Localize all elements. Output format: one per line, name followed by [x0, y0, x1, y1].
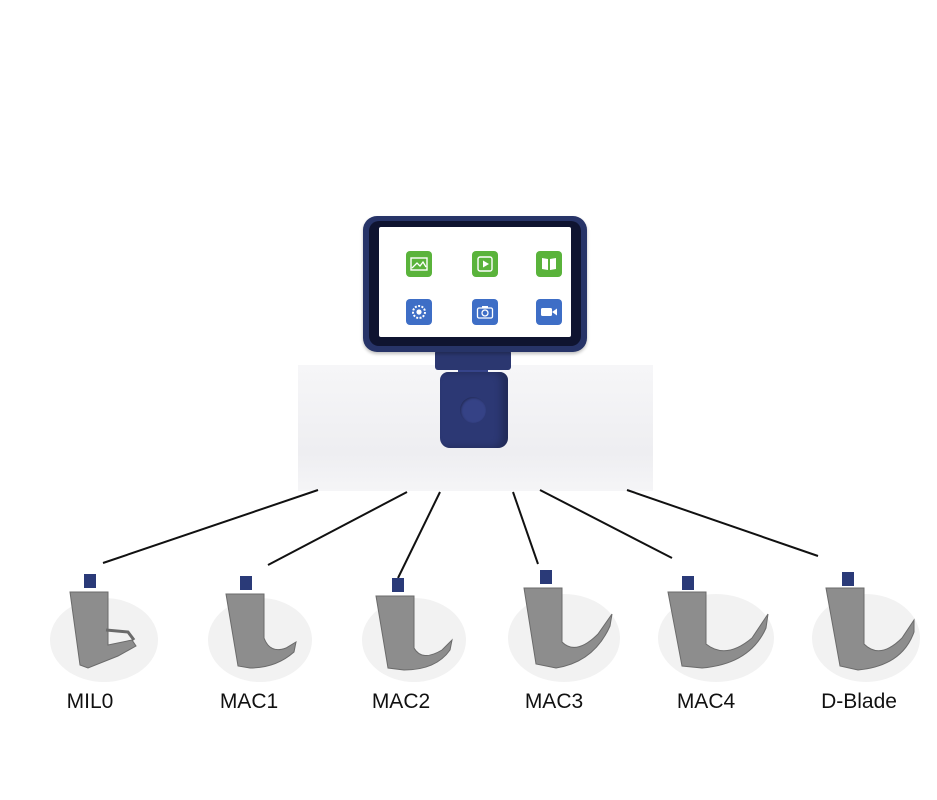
app-book: [530, 251, 568, 284]
video-camera-icon: [536, 299, 562, 325]
monitor-bezel: [369, 221, 581, 346]
app-record: [530, 299, 568, 332]
camera-icon: [472, 299, 498, 325]
device-hinge: [435, 350, 511, 370]
blade-mac1-image: [208, 576, 312, 682]
blade-label-mac3: MAC3: [524, 690, 584, 713]
play-video-icon: [472, 251, 498, 277]
blade-mac2-image: [362, 578, 466, 682]
blade-mac3-image: [508, 570, 620, 682]
app-video: [466, 251, 504, 284]
device-monitor: [363, 216, 587, 352]
device-handle: [440, 372, 508, 448]
blade-label-mil0: MIL0: [66, 690, 114, 713]
settings-gear-icon: [406, 299, 432, 325]
blade-label-dblade: D-Blade: [821, 690, 897, 713]
connector-line-mac3: [512, 491, 539, 565]
book-icon: [536, 251, 562, 277]
connector-line-mac4: [539, 489, 673, 559]
connector-line-mac1: [267, 491, 408, 566]
blade-mil0-image: [50, 574, 158, 682]
app-gallery: [400, 251, 438, 284]
app-settings: [400, 299, 438, 332]
connector-line-mac2: [397, 491, 441, 579]
power-button-icon: [460, 397, 486, 423]
connector-line-dblade: [626, 489, 819, 557]
blade-label-mac4: MAC4: [676, 690, 736, 713]
blade-label-mac1: MAC1: [219, 690, 279, 713]
blade-mac4-image: [658, 576, 774, 682]
connector-line-mil0: [102, 489, 319, 564]
monitor-display: [379, 227, 571, 337]
gallery-icon: [406, 251, 432, 277]
app-camera: [466, 299, 504, 332]
blade-label-mac2: MAC2: [371, 690, 431, 713]
blade-dblade-image: [812, 572, 920, 682]
